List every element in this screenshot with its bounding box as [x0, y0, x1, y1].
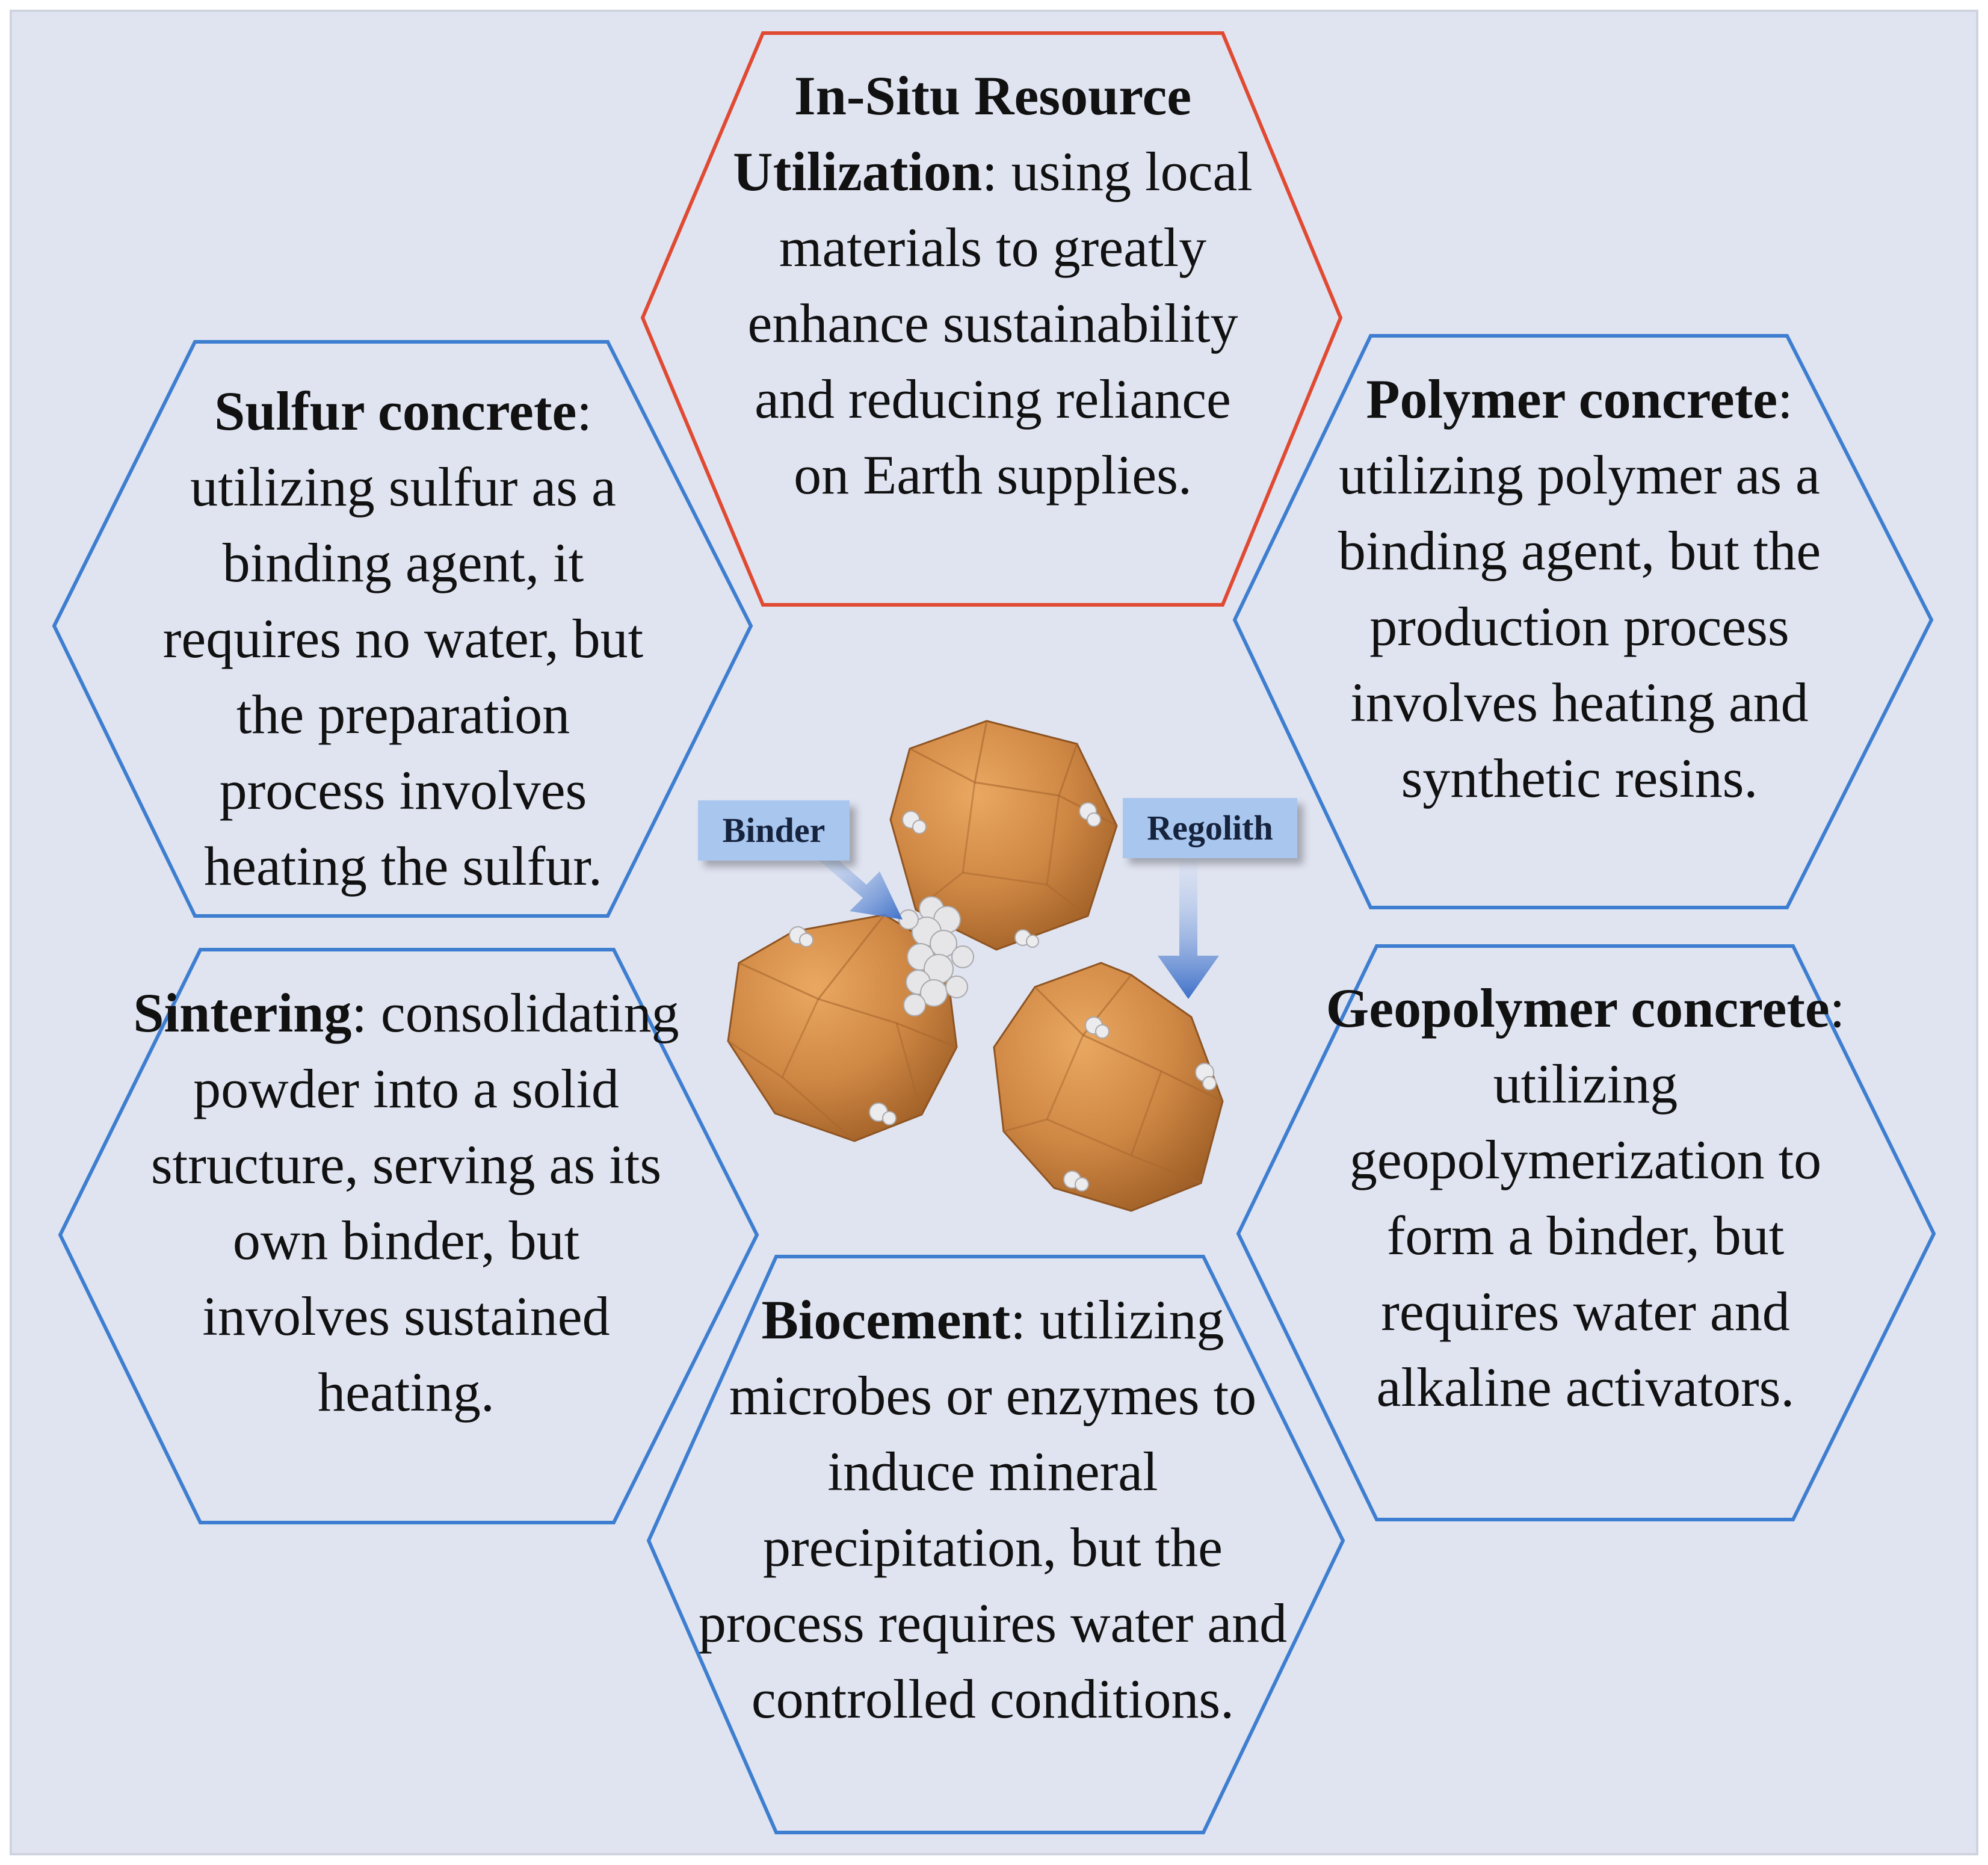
binder-label: Binder — [698, 800, 850, 861]
sulfur-concrete-description: : utilizing sulfur as a binding agent, i… — [162, 380, 644, 897]
regolith-arrow — [1158, 861, 1219, 999]
polymer-concrete-title: Polymer concrete — [1366, 368, 1778, 430]
biocement-text: Biocement: utilizing microbes or enzymes… — [698, 1282, 1288, 1737]
regolith-particles-illustration — [727, 720, 1224, 1212]
isru-text: In-Situ Resource Utilization: using loca… — [728, 58, 1258, 513]
sintering-description: : consolidating powder into a solid stru… — [150, 982, 679, 1423]
isru-title: In-Situ Resource Utilization — [733, 65, 1192, 202]
sulfur-concrete-text: Sulfur concrete: utilizing sulfur as a b… — [150, 373, 656, 904]
hexagon-isru — [640, 31, 1343, 607]
hexagon-sulfur-concrete — [52, 340, 753, 918]
binder-cluster — [898, 896, 974, 1016]
isru-description: : using local materials to greatly enhan… — [747, 141, 1253, 506]
polymer-concrete-text: Polymer concrete: utilizing polymer as a… — [1294, 361, 1865, 816]
geopolymer-concrete-text: Geopolymer concrete: utilizing geopolyme… — [1306, 970, 1865, 1425]
hexagon-polymer-concrete — [1232, 334, 1934, 909]
binder-arrow — [815, 843, 903, 920]
sintering-text: Sintering: consolidating powder into a s… — [132, 975, 680, 1430]
hexagon-geopolymer-concrete — [1236, 944, 1936, 1521]
hexagon-biocement — [646, 1255, 1345, 1834]
geopolymer-concrete-title: Geopolymer concrete — [1326, 977, 1830, 1039]
sulfur-concrete-title: Sulfur concrete — [214, 380, 577, 442]
regolith-label: Regolith — [1123, 798, 1297, 858]
polymer-concrete-description: : utilizing polymer as a binding agent, … — [1338, 368, 1821, 809]
particle-left — [727, 914, 958, 1142]
hexagon-sintering — [58, 948, 759, 1524]
biocement-title: Biocement — [761, 1289, 1011, 1350]
geopolymer-concrete-description: : utilizing geopolymerization to form a … — [1349, 977, 1845, 1418]
particle-right — [993, 962, 1224, 1212]
sintering-title: Sintering — [133, 982, 352, 1044]
particle-top — [889, 720, 1118, 951]
binder-specks — [789, 802, 1217, 1192]
biocement-description: : utilizing microbes or enzymes to induc… — [698, 1289, 1288, 1730]
